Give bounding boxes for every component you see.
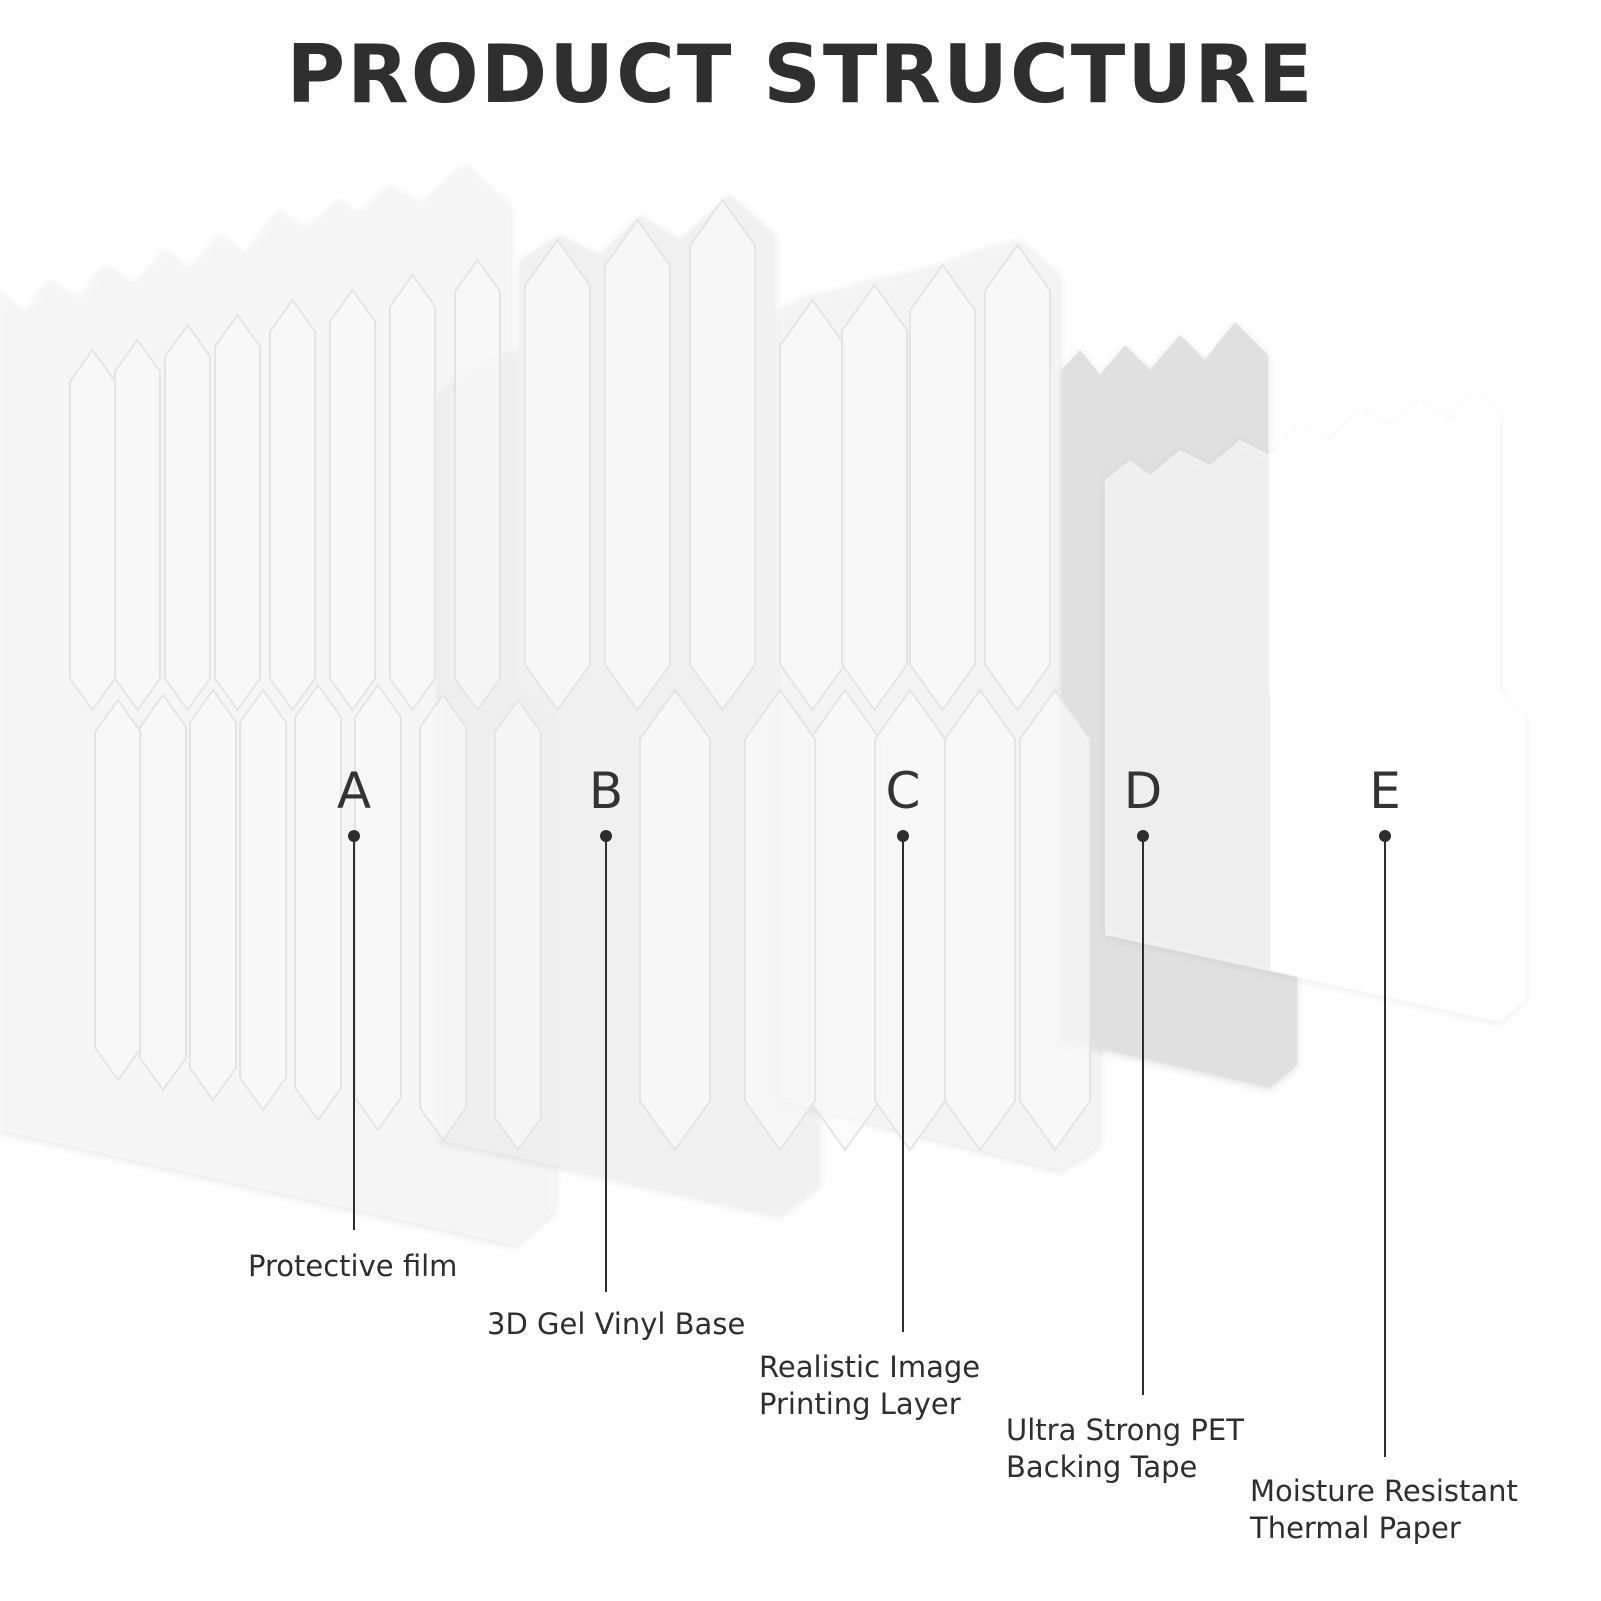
label-line-1: 3D Gel Vinyl Base <box>487 1307 746 1341</box>
tile-strip <box>189 688 237 1102</box>
tile-strip <box>909 263 976 712</box>
tile-strip <box>389 273 436 712</box>
tile-strip <box>944 688 1016 1152</box>
tile-strip <box>114 338 161 712</box>
label-line-2: Thermal Paper <box>1250 1511 1461 1545</box>
label-line-2: Printing Layer <box>759 1387 961 1421</box>
layer-letter-b: B <box>588 762 624 820</box>
thermal-paper-sheet <box>1105 390 1525 1022</box>
tile-strip <box>874 688 946 1152</box>
layer-label-b: 3D Gel Vinyl Base <box>487 1306 745 1343</box>
tile-strip <box>94 698 142 1082</box>
tile-strip <box>269 298 316 712</box>
callout-line <box>605 836 607 1292</box>
layer-label-c: Realistic Image Printing Layer <box>759 1349 980 1423</box>
tile-strips <box>69 198 1091 1152</box>
layer-label-d: Ultra Strong PET Backing Tape <box>1006 1412 1244 1486</box>
tile-strip <box>524 238 591 712</box>
callout-line <box>1384 836 1386 1457</box>
label-line-1: Realistic Image <box>759 1350 981 1384</box>
tile-strip <box>494 698 542 1152</box>
tile-strip <box>841 283 908 712</box>
label-line-1: Ultra Strong PET <box>1006 1413 1244 1447</box>
tile-strip <box>294 683 342 1122</box>
callout-line <box>1142 836 1144 1395</box>
tile-strip <box>164 323 211 712</box>
layer-letter-c: C <box>885 762 921 820</box>
tile-strip <box>984 243 1051 712</box>
layer-label-e: Moisture Resistant Thermal Paper <box>1250 1473 1518 1547</box>
tile-strip <box>239 688 287 1112</box>
callout-line <box>902 836 904 1332</box>
tile-strip <box>69 348 116 712</box>
layer-letter-a: A <box>336 762 372 820</box>
layer-letter-d: D <box>1123 762 1163 820</box>
page-title: PRODUCT STRUCTURE <box>286 28 1315 121</box>
tile-strip <box>139 693 187 1092</box>
tile-strip <box>744 688 816 1152</box>
tile-strip <box>639 688 711 1152</box>
tile-strip <box>689 198 756 712</box>
tile-strip <box>1019 688 1091 1152</box>
layer-letter-e: E <box>1369 762 1401 820</box>
layer-label-a: Protective film <box>248 1248 457 1285</box>
label-line-1: Moisture Resistant <box>1250 1474 1518 1508</box>
tile-strip <box>604 218 671 712</box>
tile-strip <box>214 313 261 712</box>
tile-strip <box>809 688 881 1152</box>
label-line-1: Protective film <box>248 1249 458 1283</box>
tile-strip <box>779 298 846 712</box>
tile-strip <box>454 258 501 712</box>
tile-strip <box>419 693 467 1142</box>
label-line-2: Backing Tape <box>1006 1450 1198 1484</box>
tile-strip <box>329 288 376 712</box>
tile-strip <box>354 683 402 1132</box>
callout-line <box>353 836 355 1230</box>
